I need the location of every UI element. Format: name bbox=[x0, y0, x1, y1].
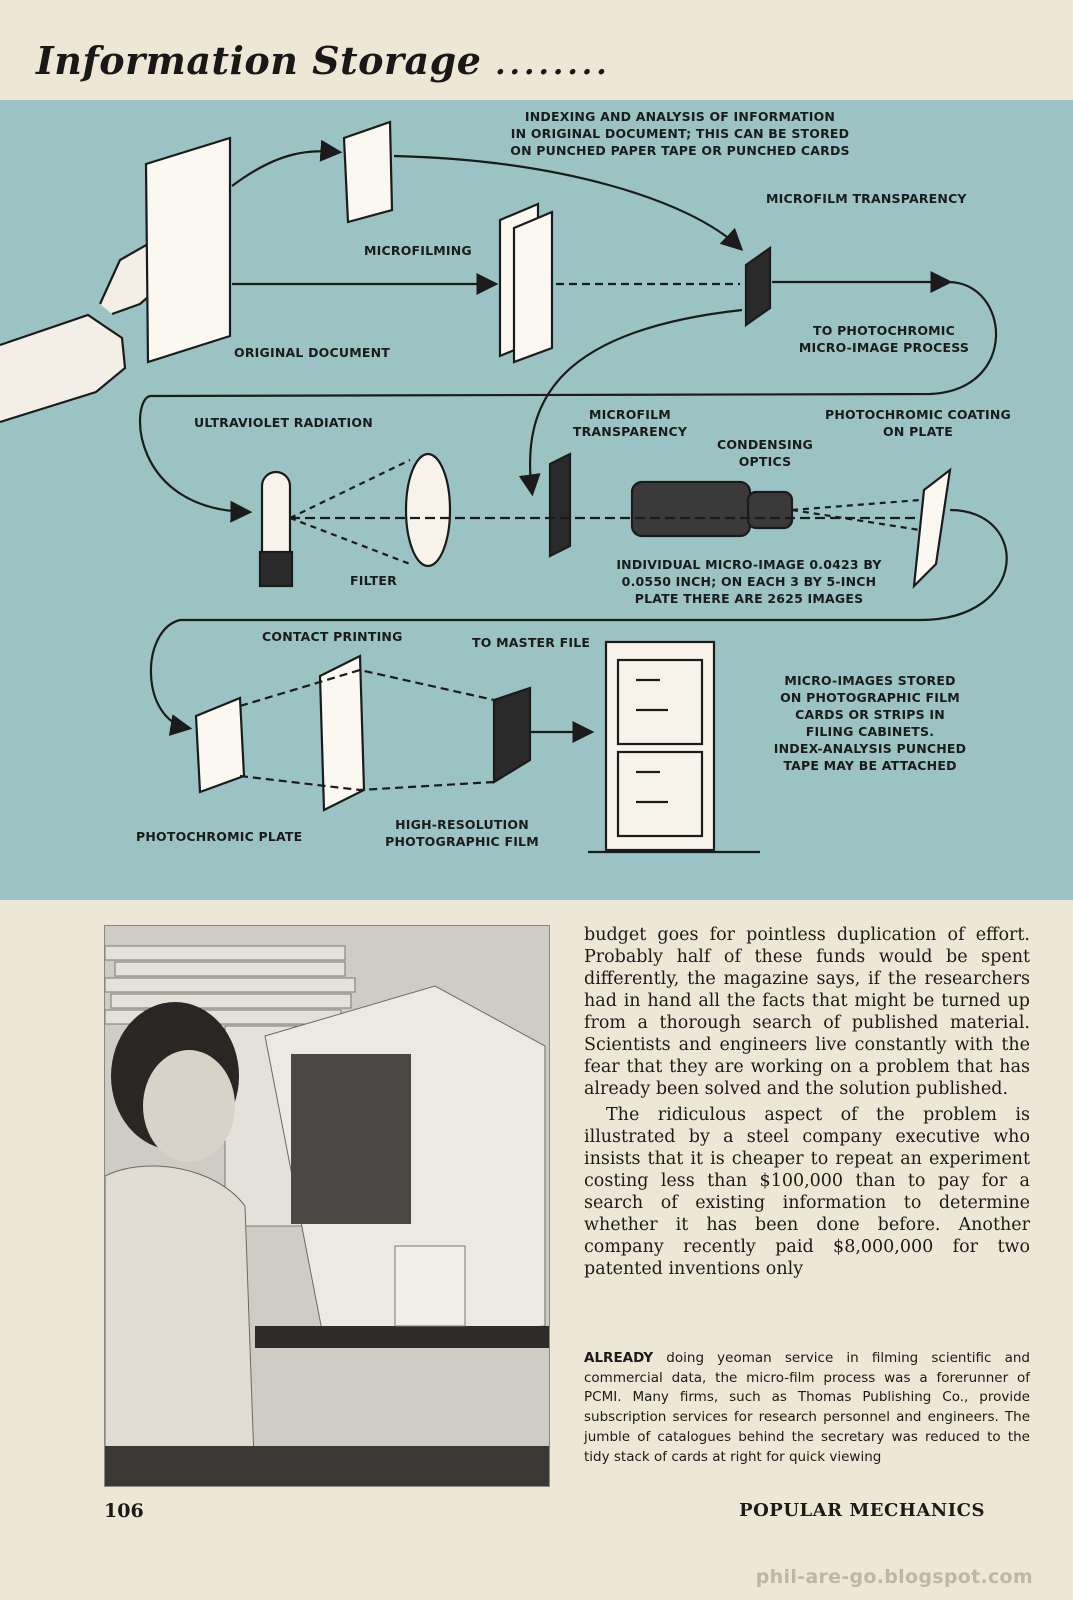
title-leader-dots: ........ bbox=[495, 47, 611, 82]
label-to-master-file: TO MASTER FILE bbox=[472, 635, 591, 650]
label-contact-printing: CONTACT PRINTING bbox=[262, 629, 403, 644]
diagram-artwork bbox=[0, 120, 1008, 854]
label-micro-image-size: INDIVIDUAL MICRO-IMAGE 0.0423 BY 0.0550 … bbox=[616, 557, 882, 606]
label-microfilm-transparency-mid: MICROFILM TRANSPARENCY bbox=[572, 407, 688, 439]
microfilm-transparency-top bbox=[744, 245, 772, 328]
label-microfilm-transparency-top: MICROFILM TRANSPARENCY bbox=[766, 191, 967, 206]
woman-figure bbox=[105, 1165, 256, 1486]
photo-illustration bbox=[105, 926, 549, 1486]
card-stack bbox=[394, 1245, 466, 1327]
label-condensing-optics: CONDENSING OPTICS bbox=[716, 437, 813, 469]
label-original-document: ORIGINAL DOCUMENT bbox=[234, 345, 390, 360]
caption-lead: ALREADY bbox=[584, 1350, 654, 1366]
blog-watermark: phil-are-go.blogspot.com bbox=[755, 1566, 1033, 1588]
page-number: 106 bbox=[104, 1500, 144, 1522]
label-to-photochromic-process: TO PHOTOCHROMIC MICRO-IMAGE PROCESS bbox=[798, 323, 970, 355]
caption-text: doing yeoman service in filming scientif… bbox=[584, 1350, 1030, 1465]
desk-top bbox=[255, 1326, 549, 1348]
magazine-name: POPULAR MECHANICS bbox=[739, 1500, 985, 1521]
sleeve-shape bbox=[0, 313, 127, 424]
photochromic-coated-plate bbox=[912, 467, 952, 589]
microfilming-plates bbox=[512, 210, 554, 364]
process-diagram: INDEXING AND ANALYSIS OF INFORMATION IN … bbox=[0, 100, 1073, 900]
label-photochromic-coating: PHOTOCHROMIC COATING ON PLATE bbox=[825, 407, 1011, 439]
photochromic-plate-small bbox=[194, 696, 246, 794]
label-microfilming: MICROFILMING bbox=[364, 243, 472, 258]
label-photochromic-plate: PHOTOCHROMIC PLATE bbox=[136, 829, 303, 844]
punched-card bbox=[342, 120, 394, 224]
label-high-resolution-film: HIGH-RESOLUTION PHOTOGRAPHIC FILM bbox=[385, 817, 539, 849]
secretary-photo bbox=[104, 925, 550, 1487]
label-indexing: INDEXING AND ANALYSIS OF INFORMATION IN … bbox=[510, 109, 850, 158]
filter-lens bbox=[404, 452, 452, 568]
condensing-optics-barrel bbox=[630, 480, 752, 538]
article-paragraph-1: budget goes for pointless duplication of… bbox=[584, 925, 1030, 1099]
prism-block bbox=[492, 686, 532, 784]
photo-caption: ALREADY doing yeoman service in filming … bbox=[584, 1349, 1030, 1467]
article-body: budget goes for pointless duplication of… bbox=[584, 924, 1030, 1280]
label-ultraviolet-radiation: ULTRAVIOLET RADIATION bbox=[194, 415, 373, 430]
title-text: Information Storage bbox=[36, 38, 482, 83]
article-paragraph-2: The ridiculous aspect of the problem is … bbox=[584, 1105, 1030, 1279]
label-filter: FILTER bbox=[350, 573, 397, 588]
original-document-sheet bbox=[144, 136, 232, 364]
high-resolution-film-plate bbox=[318, 654, 366, 812]
label-micro-images-stored: MICRO-IMAGES STORED ON PHOTOGRAPHIC FILM… bbox=[773, 673, 967, 773]
film-strip bbox=[548, 452, 572, 558]
page-title: Information Storage ........ bbox=[36, 38, 1046, 83]
